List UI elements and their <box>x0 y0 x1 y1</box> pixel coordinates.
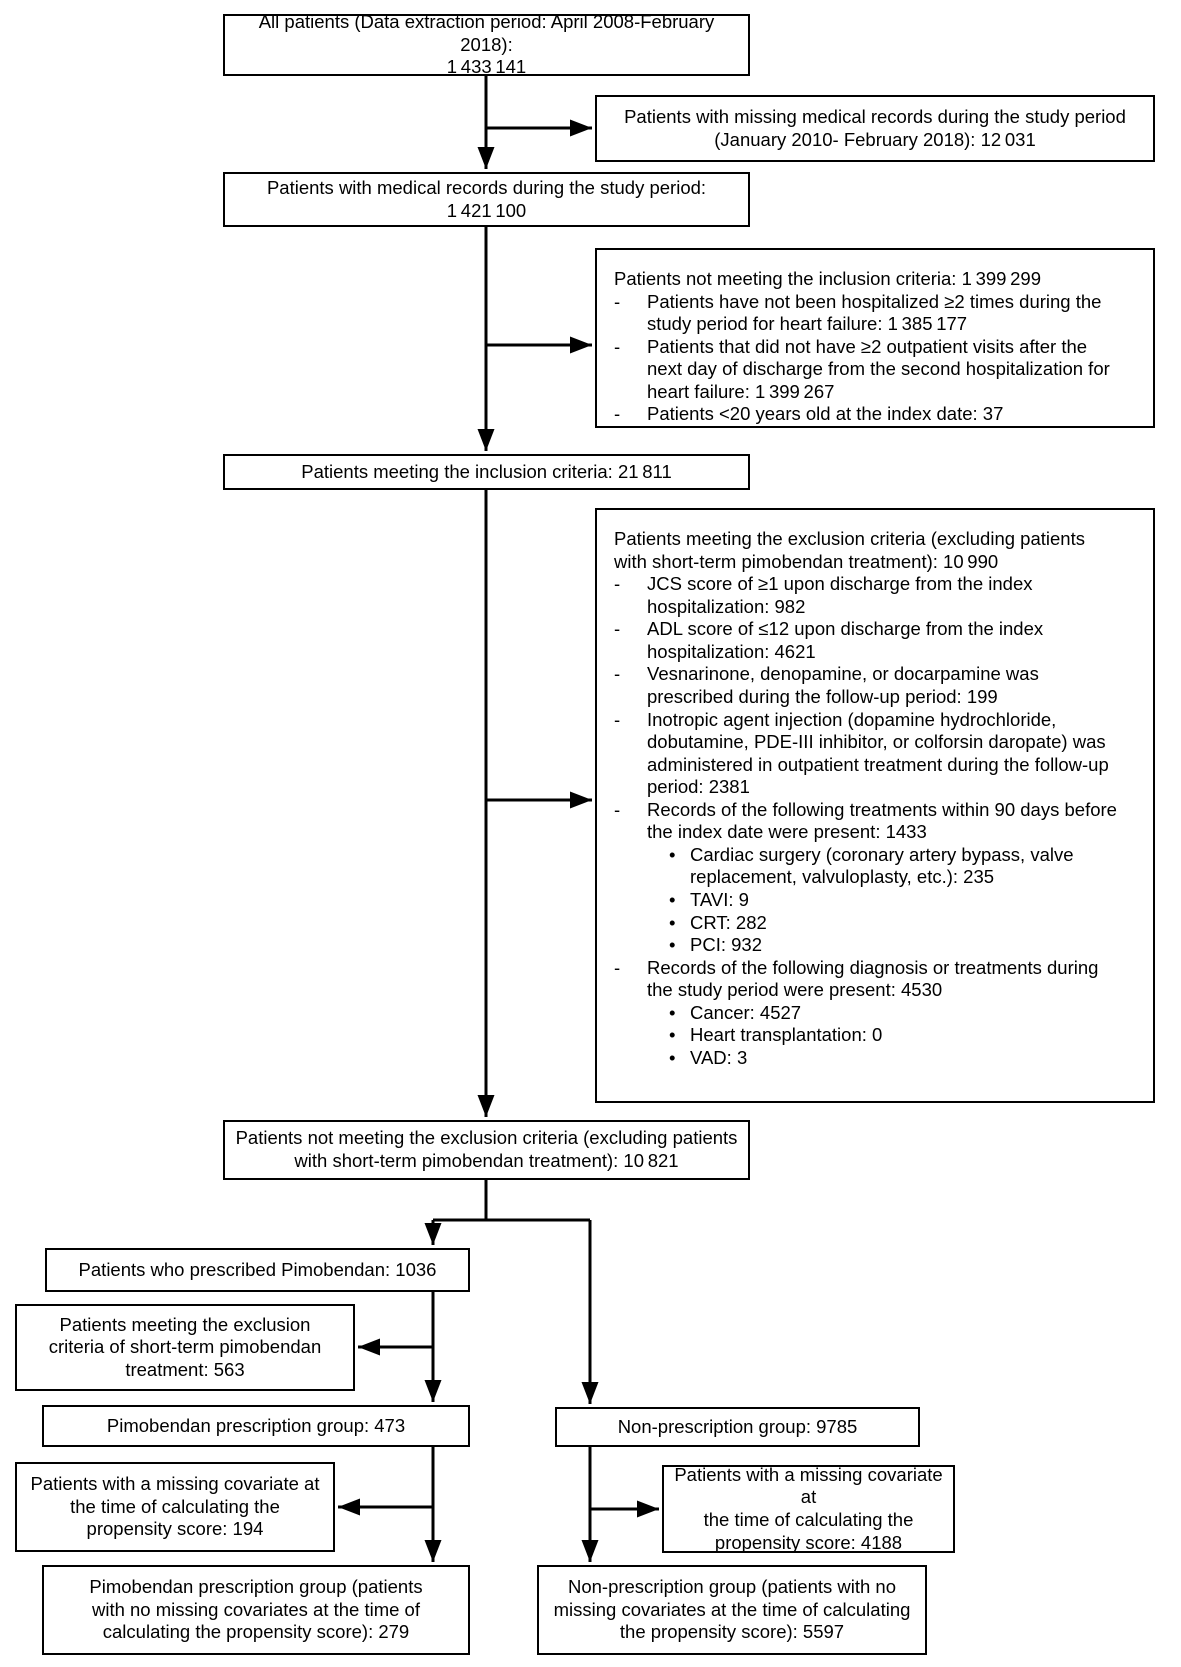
list-item: - Records of the following diagnosis or … <box>614 957 1147 1070</box>
box-all-patients: All patients (Data extraction period: Ap… <box>223 11 750 78</box>
box-pimobendan-prescription-group-text: Pimobendan prescription group: 473 <box>106 1414 406 1436</box>
list-item: - Patients that did not have ≥2 outpatie… <box>614 336 1147 404</box>
sub-list-item: • Heart transplantation: 0 <box>669 1024 1147 1047</box>
list-item: - Vesnarinone, denopamine, or docarpamin… <box>614 663 1147 708</box>
not-inclusion-header: Patients not meeting the inclusion crite… <box>614 268 1041 289</box>
box-not-meeting-exclusion-criteria-text: Patients not meeting the exclusion crite… <box>235 1127 738 1171</box>
list-item: - Records of the following treatments wi… <box>614 799 1147 957</box>
list-item-text: Patients have not been hospitalized ≥2 t… <box>647 290 1102 335</box>
box-shortterm-pimobendan-exclusion: Patients meeting the exclusion criteria … <box>15 1304 355 1391</box>
box-pimobendan-final-group-text: Pimobendan prescription group (patients … <box>89 1576 423 1643</box>
box-non-prescription-group-text: Non-prescription group: 9785 <box>617 1415 858 1437</box>
list-item: - Inotropic agent injection (dopamine hy… <box>614 709 1147 799</box>
dash-marker: - <box>614 403 621 425</box>
list-item-text: Records of the following diagnosis or tr… <box>647 956 1099 1001</box>
list-item-text: Patients that did not have ≥2 outpatient… <box>647 335 1110 402</box>
box-missing-medical-records-text: Patients with missing medical records du… <box>624 105 1126 150</box>
list-item: - JCS score of ≥1 upon discharge from th… <box>614 573 1147 618</box>
sub-list-item: • PCI: 932 <box>669 934 1147 957</box>
list-item-text: JCS score of ≥1 upon discharge from the … <box>647 573 1033 617</box>
dash-marker: - <box>614 573 621 595</box>
dash-marker: - <box>614 663 621 685</box>
box-medical-records-text: Patients with medical records during the… <box>266 176 707 221</box>
bullet-marker: • <box>669 1001 676 1023</box>
list-item: - Patients have not been hospitalized ≥2… <box>614 291 1147 336</box>
bullet-marker: • <box>669 1046 676 1068</box>
sub-list-item: • Cardiac surgery (coronary artery bypas… <box>669 844 1147 889</box>
list-item-text: Patients <20 years old at the index date… <box>647 403 1004 425</box>
box-medical-records: Patients with medical records during the… <box>223 172 750 227</box>
box-nonrx-final-group-text: Non-prescription group (patients with no… <box>553 1576 911 1643</box>
box-not-meeting-exclusion-criteria: Patients not meeting the exclusion crite… <box>223 1120 750 1180</box>
list-item: - ADL score of ≤12 upon discharge from t… <box>614 618 1147 663</box>
sub-list-item-text: Heart transplantation: 0 <box>690 1024 883 1046</box>
list-item-text: Vesnarinone, denopamine, or docarpamine … <box>647 663 1039 707</box>
box-shortterm-pimobendan-exclusion-text: Patients meeting the exclusion criteria … <box>48 1313 322 1380</box>
list-item-text: Records of the following treatments with… <box>647 798 1117 843</box>
box-not-meeting-inclusion-criteria: Patients not meeting the inclusion crite… <box>595 248 1155 428</box>
exclusion-header: Patients meeting the exclusion criteria … <box>614 528 1085 572</box>
sub-list-item-text: CRT: 282 <box>690 911 767 933</box>
box-missing-medical-records: Patients with missing medical records du… <box>595 95 1155 162</box>
box-pimobendan-prescribed-text: Patients who prescribed Pimobendan: 1036 <box>78 1258 437 1280</box>
list-item: - Patients <20 years old at the index da… <box>614 403 1147 426</box>
dash-marker: - <box>614 618 621 640</box>
box-nonrx-missing-covariate-text: Patients with a missing covariate at the… <box>674 1463 943 1553</box>
dash-marker: - <box>614 335 621 357</box>
sub-list-item: • TAVI: 9 <box>669 889 1147 912</box>
bullet-marker: • <box>669 934 676 956</box>
sub-list-item: • CRT: 282 <box>669 912 1147 935</box>
box-pimobendan-prescription-group: Pimobendan prescription group: 473 <box>42 1405 470 1447</box>
sub-list-item-text: VAD: 3 <box>690 1046 748 1068</box>
box-pimobendan-final-group: Pimobendan prescription group (patients … <box>42 1565 470 1655</box>
dash-marker: - <box>614 956 621 978</box>
bullet-marker: • <box>669 1024 676 1046</box>
box-all-patients-text: All patients (Data extraction period: Ap… <box>258 11 715 78</box>
box-nonrx-final-group: Non-prescription group (patients with no… <box>537 1565 927 1655</box>
list-item-text: ADL score of ≤12 upon discharge from the… <box>647 618 1044 662</box>
list-item-text: Inotropic agent injection (dopamine hydr… <box>647 708 1109 798</box>
box-pimobendan-missing-covariate: Patients with a missing covariate at the… <box>15 1462 335 1552</box>
bullet-marker: • <box>669 843 676 865</box>
box-pimobendan-missing-covariate-text: Patients with a missing covariate at the… <box>30 1473 320 1540</box>
dash-marker: - <box>614 708 621 730</box>
box-meeting-exclusion-criteria: Patients meeting the exclusion criteria … <box>595 508 1155 1103</box>
box-nonrx-missing-covariate: Patients with a missing covariate at the… <box>662 1463 955 1553</box>
sub-list-item-text: PCI: 932 <box>690 934 762 956</box>
sub-list-item-text: Cardiac surgery (coronary artery bypass,… <box>690 843 1074 888</box>
box-non-prescription-group: Non-prescription group: 9785 <box>555 1407 920 1447</box>
sub-list-item: • VAD: 3 <box>669 1047 1147 1070</box>
sub-list-item-text: Cancer: 4527 <box>690 1001 802 1023</box>
box-meeting-inclusion-criteria-text: Patients meeting the inclusion criteria:… <box>301 460 672 482</box>
box-meeting-inclusion-criteria: Patients meeting the inclusion criteria:… <box>223 454 750 490</box>
sub-list-item: • Cancer: 4527 <box>669 1002 1147 1025</box>
bullet-marker: • <box>669 889 676 910</box>
dash-marker: - <box>614 798 621 820</box>
dash-marker: - <box>614 290 621 312</box>
bullet-marker: • <box>669 911 676 933</box>
sub-list-item-text: TAVI: 9 <box>690 889 749 910</box>
box-pimobendan-prescribed: Patients who prescribed Pimobendan: 1036 <box>45 1248 470 1292</box>
